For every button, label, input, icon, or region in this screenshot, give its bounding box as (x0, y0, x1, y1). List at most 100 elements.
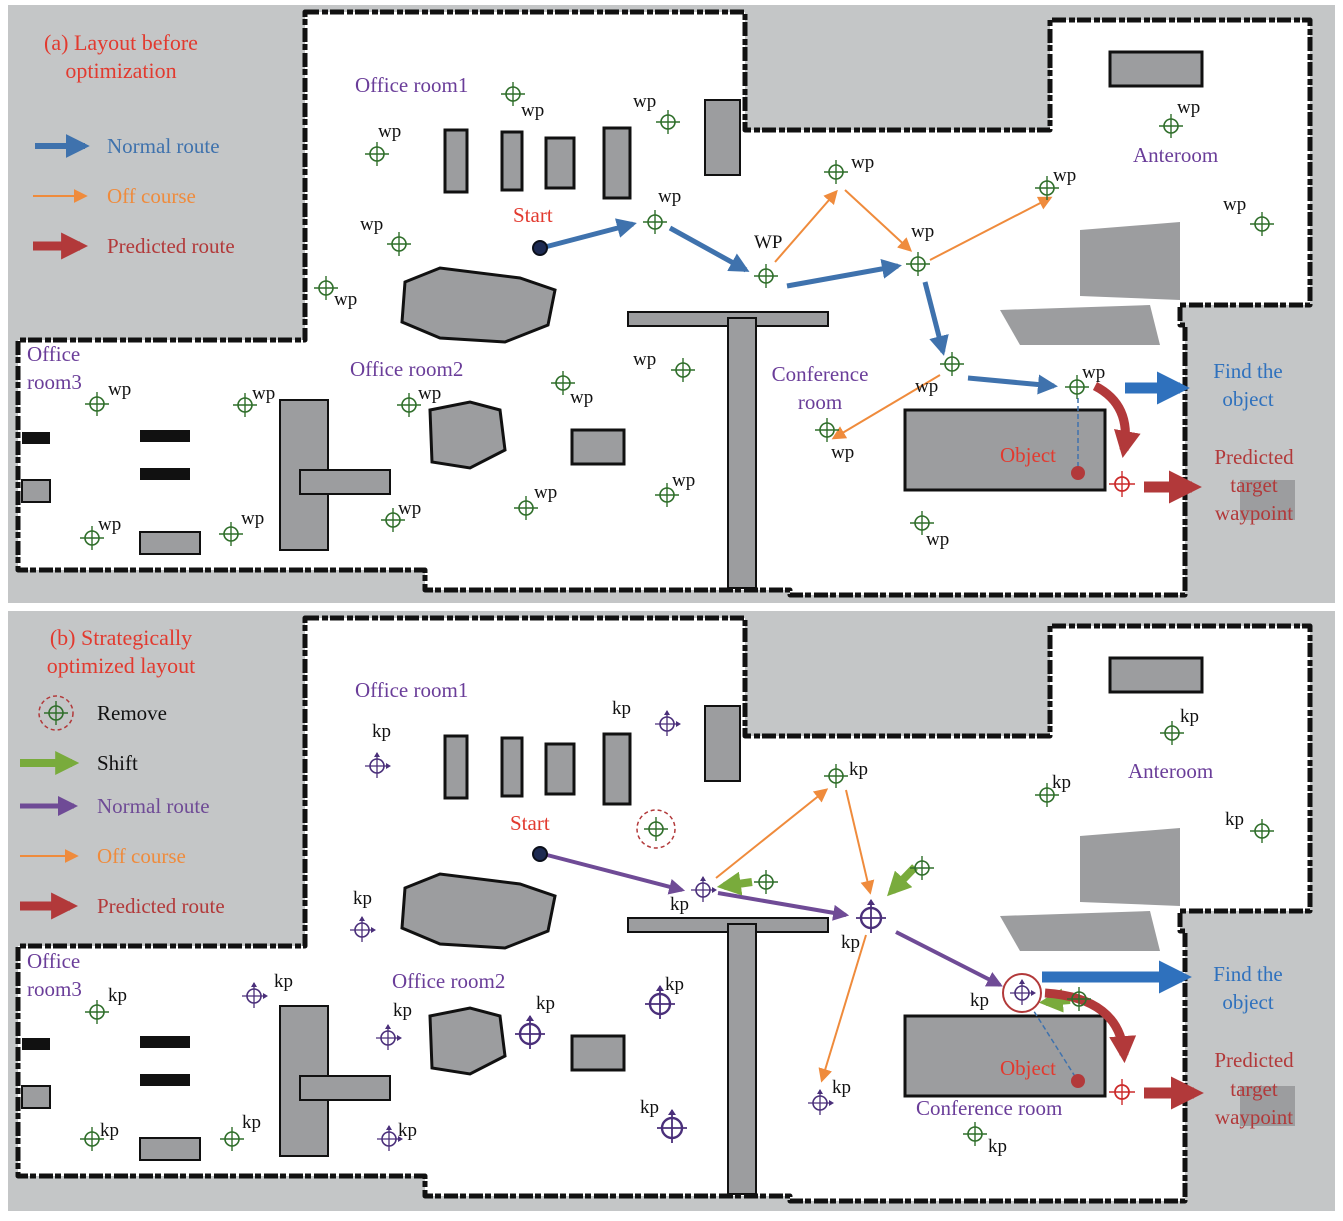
find-object-line2: object (1222, 387, 1273, 411)
wp-label-a15: wp (1082, 362, 1105, 383)
kp-label-b13: kp (536, 993, 555, 1014)
predicted-waypoint-b-line3: waypoint (1215, 1105, 1293, 1129)
panel-b-title-line1: (b) Strategically (50, 625, 192, 650)
legend-normal-route-label: Normal route (107, 134, 220, 158)
removed-waypoint-ring (636, 809, 676, 849)
room-conference-line2: room (798, 390, 842, 414)
legend-remove-circle (38, 695, 74, 731)
wp-label-a18: wp (418, 383, 441, 404)
wp-label-a22: wp (241, 508, 264, 529)
legend-off-course-label: Off course (107, 184, 196, 208)
room-b-conference: Conference room (916, 1096, 1062, 1120)
predicted-waypoint-b-line1: Predicted (1214, 1048, 1294, 1072)
kp-label-b4: kp (1052, 772, 1071, 793)
kp-label-b20: kp (988, 1136, 1007, 1157)
wp-label-a24: wp (534, 482, 557, 503)
wp-label-a7: wp (851, 152, 874, 173)
wp-label-a13: wp (633, 349, 656, 370)
wp-label-a3: wp (378, 121, 401, 142)
predicted-route-arrow (1092, 381, 1141, 458)
wp-label-a12: wp (334, 289, 357, 310)
kp-label-b14: kp (665, 974, 684, 995)
find-object-line1: Find the (1213, 359, 1282, 383)
wp-label-a8: wp (911, 221, 934, 242)
panel-divider (0, 603, 1343, 611)
wp-label-a14: wp (915, 376, 938, 397)
kp-label-b6: kp (1225, 809, 1244, 830)
room-office3-line2: room3 (27, 370, 82, 394)
wp-label-a16: wp (108, 379, 131, 400)
legend-predicted-route-b-label: Predicted route (97, 894, 225, 918)
panel-a-title-line1: (a) Layout before (44, 30, 198, 55)
legend-normal-route-b-label: Normal route (97, 794, 210, 818)
legend-remove-label: Remove (97, 701, 167, 725)
predicted-waypoint-line3: waypoint (1215, 501, 1293, 525)
room-b-anteroom: Anteroom (1128, 759, 1213, 783)
kp-label-b11: kp (274, 971, 293, 992)
panel-b-title-line2: optimized layout (47, 653, 195, 678)
kp-label-b7: kp (670, 894, 689, 915)
room-office1: Office room1 (355, 73, 468, 97)
object-dot (1071, 466, 1085, 480)
kp-label-b10: kp (108, 985, 127, 1006)
kp-label-b3: kp (849, 759, 868, 780)
panel-a: (a) Layout before optimization Normal ro… (8, 5, 1335, 603)
wp-label-a2: wp (633, 91, 656, 112)
wp-label-a25: wp (672, 470, 695, 491)
shift-arrows-b (716, 864, 1071, 1013)
wp-label-a5: wp (658, 186, 681, 207)
predicted-waypoint-line1: Predicted (1214, 445, 1294, 469)
room-office2: Office room2 (350, 357, 463, 381)
wp-label-a23: wp (398, 498, 421, 519)
start-label-b: Start (510, 811, 550, 835)
room-b-office1: Office room1 (355, 678, 468, 702)
wp-label-a19: wp (570, 387, 593, 408)
kp-label-b16: kp (100, 1120, 119, 1141)
object-label: Object (1000, 443, 1056, 467)
room-conference-line1: Conference (772, 362, 869, 386)
kp-label-b2: kp (612, 698, 631, 719)
legend-shift-label: Shift (97, 751, 138, 775)
wp-label-a20: wp (831, 442, 854, 463)
wp-label-a21: wp (98, 514, 121, 535)
wp-label-a10: wp (1177, 97, 1200, 118)
room-b-office3-line1: Office (27, 949, 80, 973)
start-dot-b (532, 846, 548, 862)
normal-route (544, 218, 1058, 395)
kp-label-b8: kp (841, 932, 860, 953)
kp-label-b1: kp (372, 721, 391, 742)
find-object-b-line1: Find the (1213, 962, 1282, 986)
wp-label-a4: wp (360, 214, 383, 235)
panel-a-title-line2: optimization (65, 58, 176, 83)
room-b-office2: Office room2 (392, 969, 505, 993)
kp-label-b15: kp (832, 1077, 851, 1098)
wp-label-a9: wp (1053, 165, 1076, 186)
kp-label-b18: kp (398, 1120, 417, 1141)
panel-b: (b) Strategically optimized layout Remov… (8, 611, 1335, 1211)
predicted-waypoint-b-line2: target (1230, 1077, 1278, 1101)
kp-label-b17: kp (242, 1112, 261, 1133)
object-link-b (1029, 1004, 1077, 1079)
find-object-b-line2: object (1222, 990, 1273, 1014)
object-dot-b (1071, 1074, 1085, 1088)
kp-markers-b: kp kp kp kp kp kp kp kp kp kp kp kp kp k… (79, 698, 1275, 1157)
room-anteroom: Anteroom (1133, 143, 1218, 167)
room-b-office3-line2: room3 (27, 977, 82, 1001)
wp-label-a26: wp (926, 529, 949, 550)
kp-label-b12: kp (393, 1000, 412, 1021)
object-label-b: Object (1000, 1056, 1056, 1080)
wp-label-a6: WP (754, 232, 783, 253)
start-label: Start (513, 203, 553, 227)
start-dot (532, 240, 548, 256)
wp-label-a11: wp (1223, 194, 1246, 215)
off-course-routes-b (715, 788, 875, 1083)
predicted-waypoint-line2: target (1230, 473, 1278, 497)
kp-label-b21: kp (970, 990, 989, 1011)
kp-label-b9: kp (353, 888, 372, 909)
off-course-routes (774, 189, 1053, 440)
wp-markers-a: wp wp wp wp wp WP wp wp wp wp wp wp wp w… (79, 81, 1275, 551)
wp-label-a17: wp (252, 383, 275, 404)
legend-off-course-b-label: Off course (97, 844, 186, 868)
legend-predicted-route-label: Predicted route (107, 234, 235, 258)
